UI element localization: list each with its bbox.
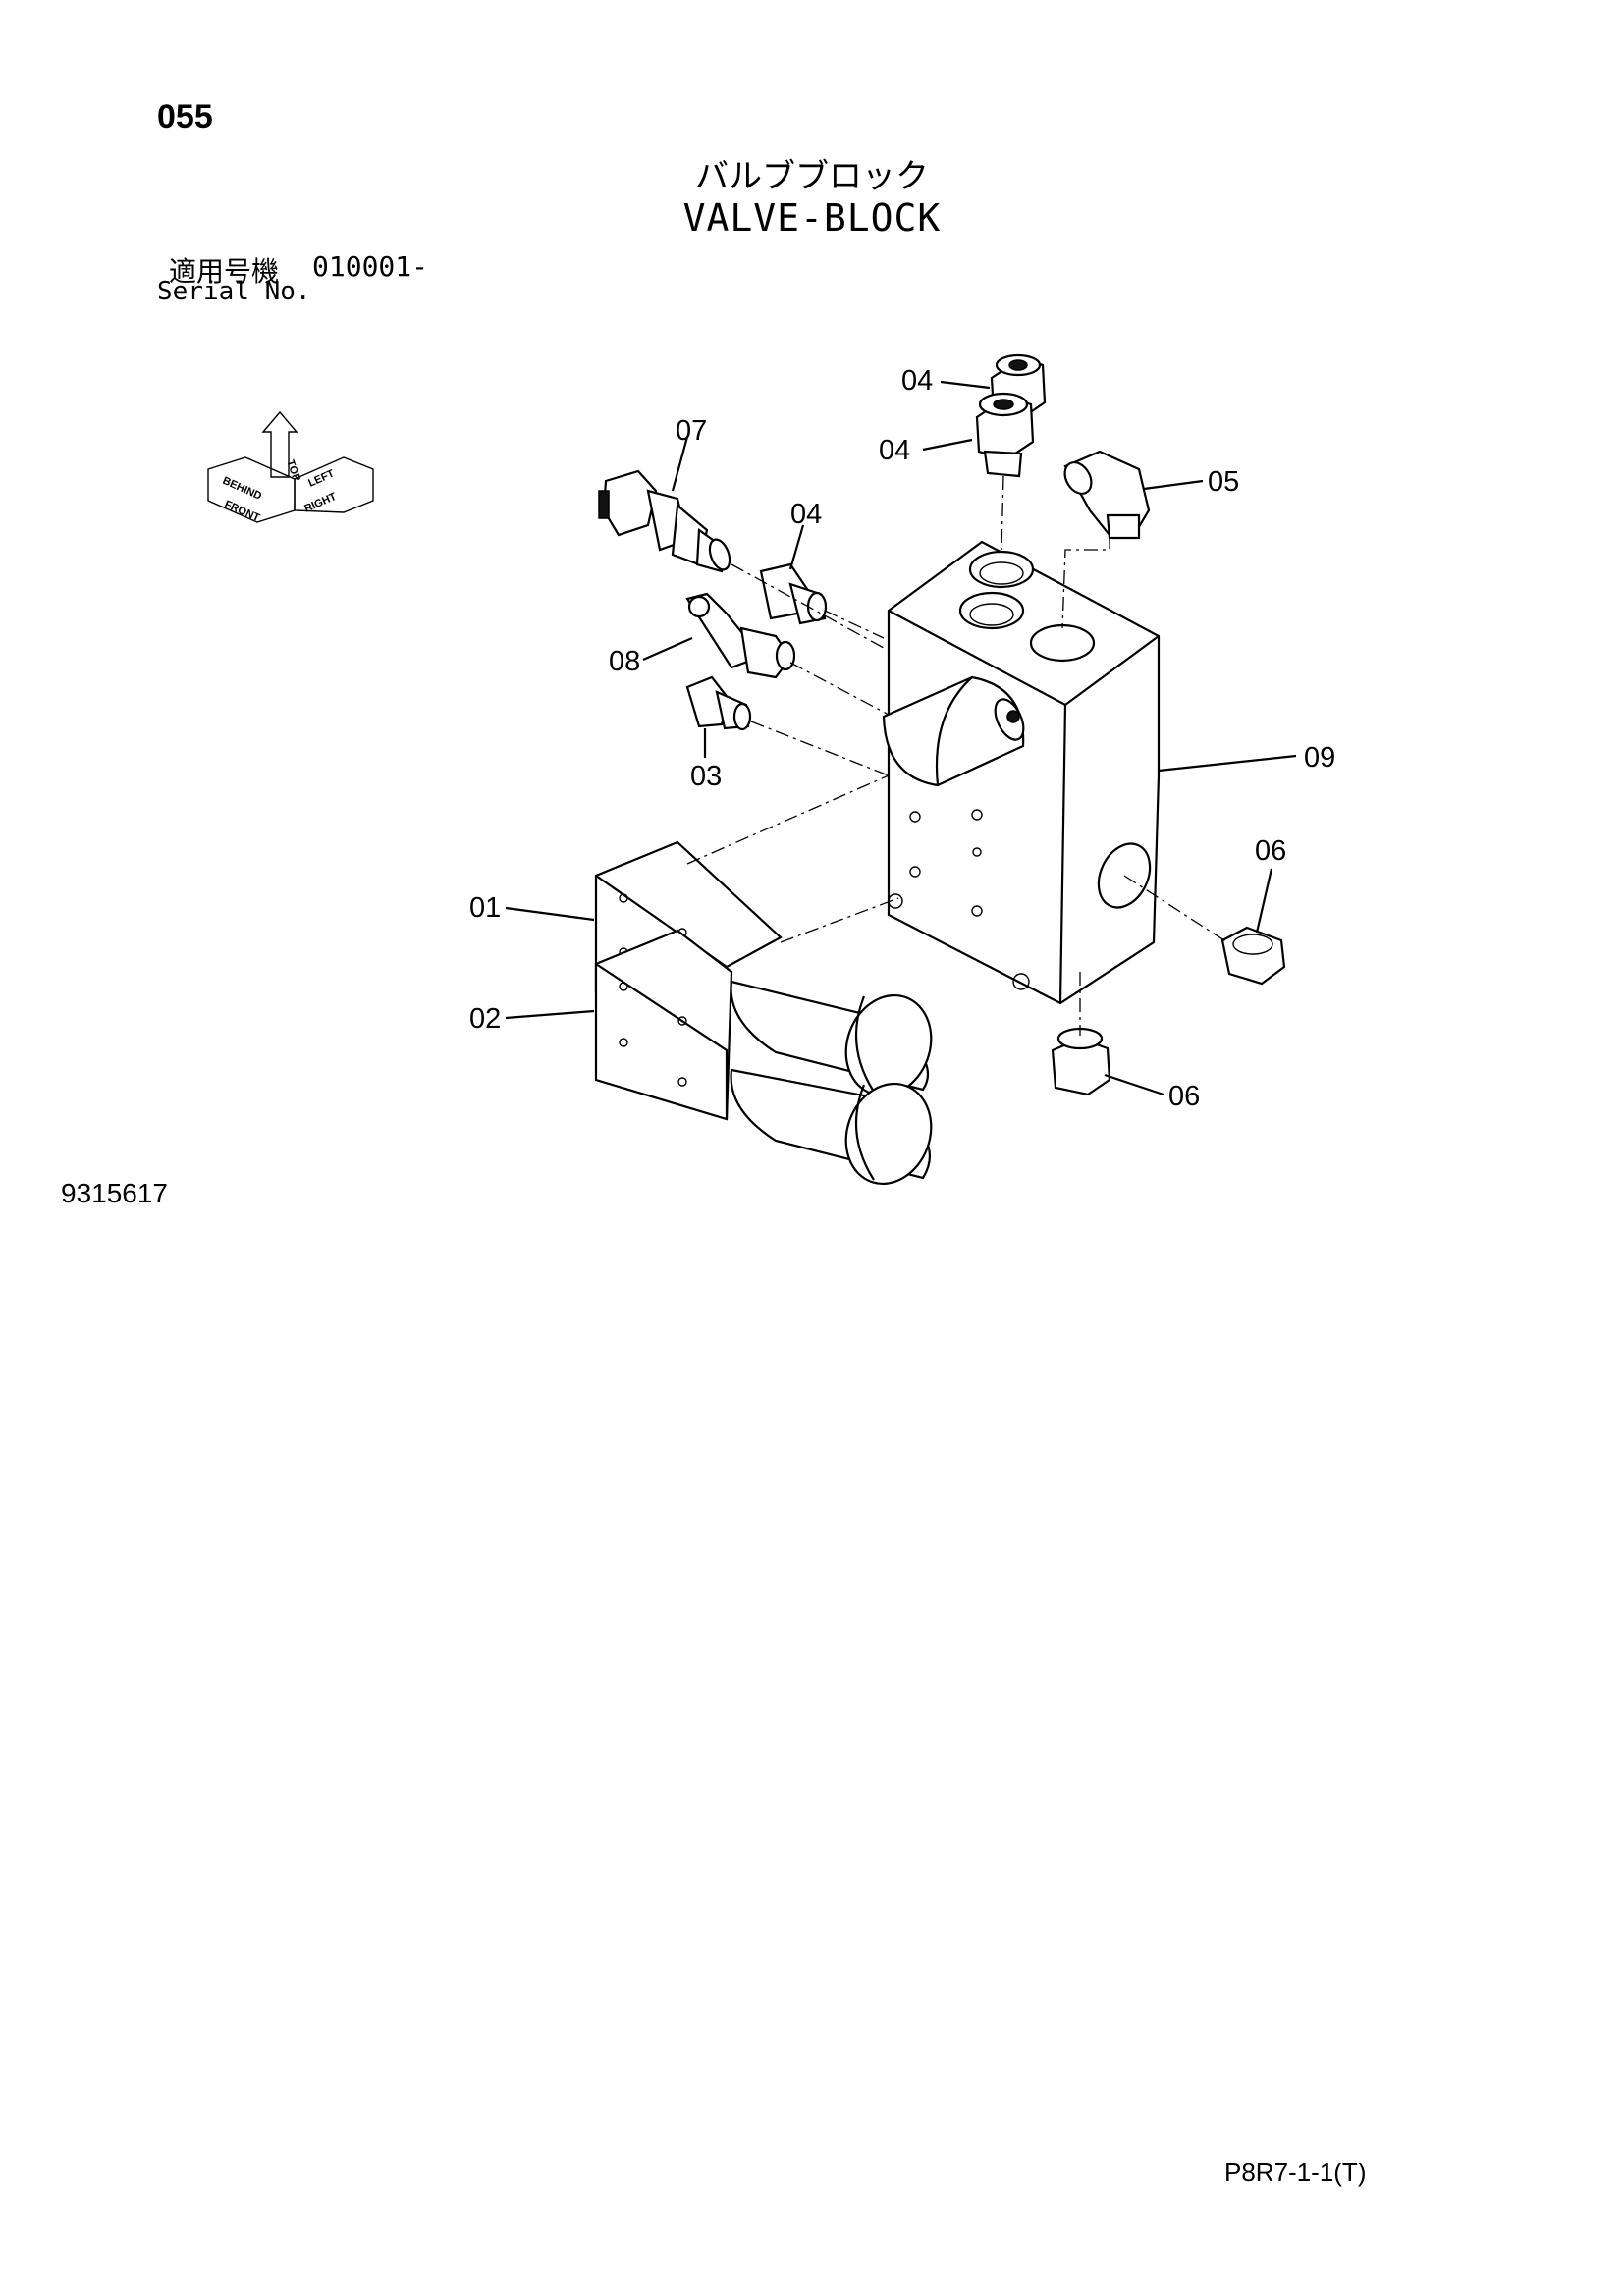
valve-block-body <box>887 540 1161 1005</box>
elbow-fitting-05 <box>1063 450 1151 540</box>
callout-04a: 04 <box>901 365 933 397</box>
callout-02: 02 <box>469 1003 501 1035</box>
arrow-label-front: FRONT <box>223 499 262 524</box>
serial-label-japanese: 適用号機 <box>169 255 280 288</box>
callout-09: 09 <box>1304 742 1335 774</box>
callout-07: 07 <box>676 415 707 447</box>
leader-lines <box>505 380 1297 1096</box>
title-english: VALVE-BLOCK <box>682 196 942 240</box>
plug-06-right <box>1220 926 1286 986</box>
page-number: 055 <box>157 98 213 135</box>
assembly-centerlines <box>686 475 1228 1036</box>
drawing-number: 9315617 <box>61 1178 169 1208</box>
callout-06a: 06 <box>1255 835 1286 867</box>
callout-labels: 04 04 07 04 05 08 03 09 06 01 02 06 <box>469 365 1335 1112</box>
solenoid-coil <box>882 675 1025 787</box>
callout-06b: 06 <box>1168 1081 1200 1112</box>
serial-range: 010001- <box>312 250 429 283</box>
fittings-04-top <box>975 353 1047 478</box>
fitting-03 <box>685 675 752 731</box>
fitting-08 <box>685 592 796 679</box>
title-japanese: バルブブロック <box>695 157 929 196</box>
plug-06-bottom <box>1051 1027 1111 1096</box>
callout-04c: 04 <box>790 499 822 530</box>
arrow-label-top: TOP <box>284 458 302 483</box>
footer-code: P8R7-1-1(T) <box>1224 2158 1367 2187</box>
orientation-arrows-icon: FRONT BEHIND TOP RIGHT LEFT <box>207 410 374 524</box>
callout-01: 01 <box>469 892 501 924</box>
solenoid-valve-02 <box>594 929 933 1186</box>
pressure-sensor-07 <box>598 469 731 573</box>
serial-label-english: Serial No. <box>157 277 311 306</box>
callout-04b: 04 <box>879 435 910 466</box>
callout-05: 05 <box>1208 466 1239 498</box>
fitting-04-left <box>759 562 828 625</box>
callout-08: 08 <box>609 646 640 677</box>
callout-03: 03 <box>690 761 722 792</box>
